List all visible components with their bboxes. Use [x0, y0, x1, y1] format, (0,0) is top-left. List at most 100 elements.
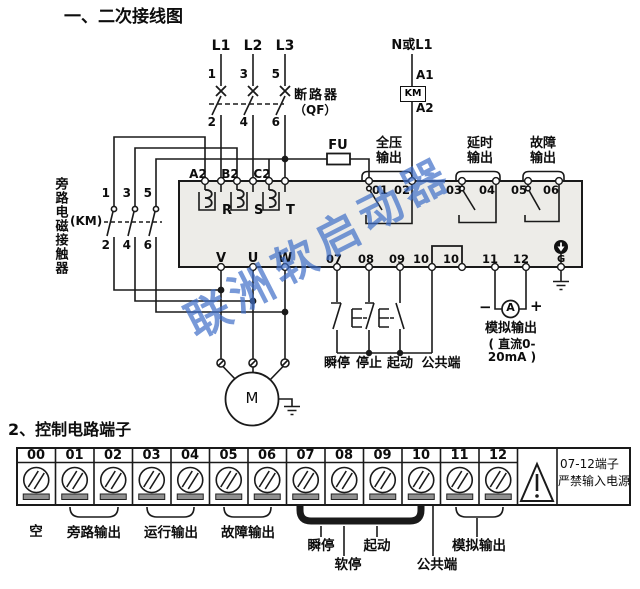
phase-wires — [220, 54, 286, 86]
label-leader-lines — [320, 506, 478, 556]
box-terminals — [200, 176, 566, 272]
strip-term-02: 02 — [103, 448, 123, 463]
relay-term-02: 02 — [394, 183, 411, 197]
strip-label-run-output: 运行输出 — [144, 525, 198, 541]
bypass-wire-2 — [134, 147, 238, 206]
phase-l2-label: L2 — [243, 38, 263, 54]
diagram-title: 一、二次接线图 — [64, 7, 183, 27]
phase-in-t: T — [286, 203, 295, 218]
contactor-term-1: 1 — [101, 186, 110, 200]
strip-label-empty: 空 — [29, 524, 43, 540]
press-arrow-icon — [557, 246, 565, 252]
bracket-fault-output — [223, 506, 272, 518]
warning-text-line2: 严禁输入电源 — [558, 474, 631, 488]
contactor-term-4: 4 — [122, 238, 131, 252]
motor-letter: M — [245, 389, 259, 407]
strip-cell-dividers — [54, 448, 558, 505]
contactor-term-3: 3 — [122, 186, 131, 200]
contact-pivot — [152, 205, 160, 213]
relay-contact-03-04 — [455, 170, 501, 224]
bypass-term-b2: B2 — [221, 167, 239, 181]
ctrl-term-10a: 10 — [413, 252, 430, 266]
breaker-term-1: 1 — [207, 67, 216, 81]
ammeter-letter: A — [506, 301, 515, 314]
ammeter-icon — [501, 299, 520, 319]
phase-in-s: S — [254, 203, 264, 218]
contactor-term-6: 6 — [143, 238, 152, 252]
relay-term-06: 06 — [543, 183, 560, 197]
strip-label-soft-stop: 软停 — [334, 557, 362, 573]
strip-label-instant-stop: 瞬停 — [307, 538, 335, 554]
analog-output-label: 模拟输出 — [484, 321, 537, 336]
btn-stop-label: 停止 — [355, 356, 382, 371]
motor-lug-icons — [216, 358, 290, 368]
analog-plus-sign: + — [530, 297, 543, 315]
ctrl-term-07: 07 — [326, 252, 343, 266]
coil-a1-label: A1 — [416, 68, 434, 82]
bypass-lower-wires — [113, 237, 285, 313]
warning-text-line1: 07-12端子 — [560, 457, 619, 471]
contactor-name: 旁路电磁接触器 — [52, 177, 68, 275]
bypass-term-c2: C2 — [253, 167, 271, 181]
analog-wires — [494, 270, 527, 310]
bracket-bypass-output — [69, 506, 119, 518]
strip-term-11: 11 — [450, 448, 469, 463]
bracket-run-output — [146, 506, 195, 518]
analog-range-label: ( 直流0-20mA ) — [487, 337, 537, 365]
analog-minus-sign: − — [479, 298, 492, 316]
junction-dot — [281, 155, 289, 163]
strip-term-03: 03 — [142, 448, 161, 463]
motor-wires — [220, 270, 286, 359]
phase-in-r: R — [222, 203, 233, 218]
strip-term-05: 05 — [219, 448, 238, 463]
relay-term-01: 01 — [372, 183, 389, 197]
strip-label-analog-output: 模拟输出 — [452, 538, 506, 554]
jumper-10-10 — [431, 245, 463, 264]
screw-terminal-icons — [22, 466, 512, 500]
contact-pivot — [131, 205, 139, 213]
relay-term-03: 03 — [446, 183, 463, 197]
breaker-term-3: 3 — [239, 67, 248, 81]
strip-term-04: 04 — [180, 448, 200, 463]
phase-l1-label: L1 — [211, 38, 231, 54]
motor-term-u: U — [247, 251, 259, 266]
contactor-term-5: 5 — [143, 186, 152, 200]
relay-contact-05-06 — [522, 170, 565, 223]
ctrl-term-09: 09 — [389, 252, 406, 266]
contact-pivot — [110, 205, 118, 213]
g-earth-icon — [553, 254, 569, 291]
contactor-term-2: 2 — [101, 238, 110, 252]
btn-instant-stop-label: 瞬停 — [323, 356, 350, 371]
breaker-term-6: 6 — [271, 115, 280, 129]
contactor-blades — [106, 211, 156, 237]
strip-term-07: 07 — [296, 448, 315, 463]
strip-term-06: 06 — [257, 448, 277, 463]
strip-term-08: 08 — [334, 448, 354, 463]
warning-triangle-icon — [519, 461, 555, 502]
breaker-contact-x-icon — [215, 85, 291, 97]
gnd-term-label: G — [557, 254, 566, 265]
bypass-term-a2: A2 — [189, 167, 207, 181]
fuse-label: FU — [328, 138, 348, 153]
relay-term-05: 05 — [511, 183, 528, 197]
strip-label-bypass-output: 旁路输出 — [67, 525, 121, 541]
strip-term-12: 12 — [488, 448, 508, 463]
strip-label-start: 起动 — [363, 538, 391, 554]
common-label: 公共端 — [421, 356, 461, 371]
motor-term-w: W — [278, 251, 293, 266]
strip-label-fault-output: 故障输出 — [221, 525, 275, 541]
coil-km-box: KM — [400, 86, 426, 102]
ctrl-term-08: 08 — [358, 252, 375, 266]
ctrl-term-12: 12 — [513, 252, 530, 266]
strip-term-00: 00 — [26, 448, 46, 463]
coil-a2-label: A2 — [416, 101, 434, 115]
contactor-ref: (KM) — [70, 214, 103, 228]
fault-output-label: 故障 输出 — [529, 136, 556, 166]
strip-title: 2、控制电路端子 — [8, 420, 132, 439]
neutral-label: N或L1 — [391, 38, 433, 53]
full-voltage-output-label: 全压 输出 — [375, 136, 402, 166]
breaker-term-2: 2 — [207, 115, 216, 129]
delay-output-label: 延时 输出 — [466, 136, 493, 166]
